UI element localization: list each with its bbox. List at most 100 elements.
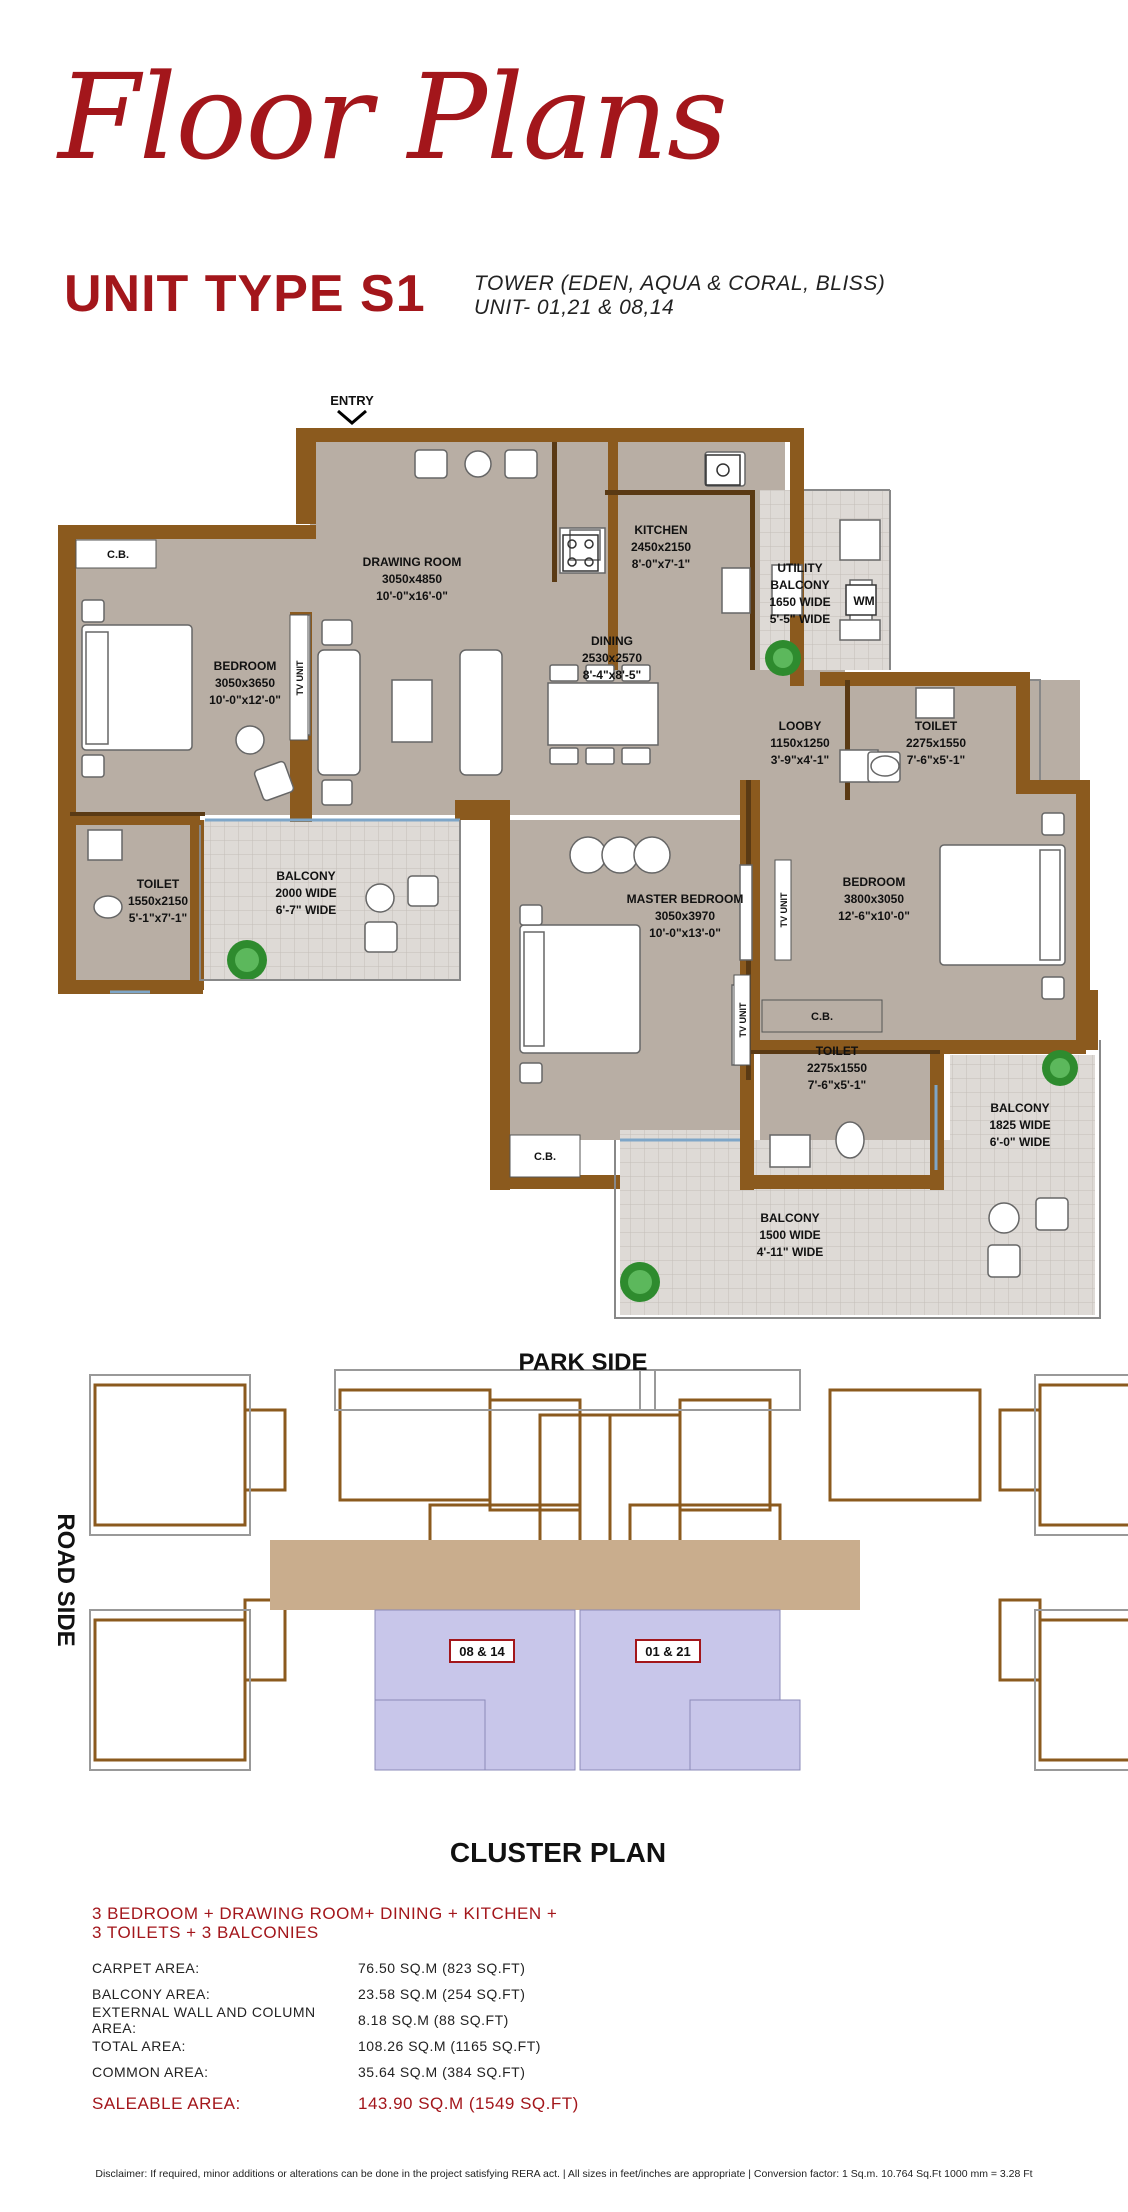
balcony-railings: [199, 489, 1101, 1319]
cluster-plan: 08 & 14 01 & 21 PARK SIDE ROAD SIDE CLUS…: [52, 1349, 1128, 1868]
unit-type-heading: UNIT TYPE S1: [64, 265, 426, 323]
room-size: 1150x1250: [770, 736, 830, 750]
room-dim: 5'-1"x7'-1": [129, 911, 187, 925]
room-labels: DRAWING ROOM 3050x4850 10'-0"x16'-0" KIT…: [128, 523, 1051, 1259]
room-dim: 6'-7" WIDE: [276, 903, 337, 917]
room-size: 2275x1550: [807, 1061, 867, 1075]
area-label: COMMON AREA:: [92, 2064, 209, 2080]
area-label: EXTERNAL WALL AND COLUMN AREA:: [92, 2004, 316, 2036]
cb-label: C.B.: [811, 1011, 833, 1023]
summary-line: 3 TOILETS + 3 BALCONIES: [92, 1923, 319, 1942]
entry-marker: ENTRY: [330, 393, 374, 425]
room-name: DRAWING ROOM: [363, 555, 462, 569]
unit-tag-left: 08 & 14: [459, 1644, 505, 1659]
corridor: [270, 1540, 860, 1610]
cluster-plan-caption: CLUSTER PLAN: [450, 1837, 666, 1868]
room-size: 3800x3050: [844, 892, 904, 906]
unit-01-21-lower: [689, 1699, 801, 1771]
room-name: DINING: [591, 634, 633, 648]
room-size: 2530x2570: [582, 651, 642, 665]
room-dim: 12'-6"x10'-0": [838, 909, 910, 923]
room-size: 1500 WIDE: [759, 1228, 820, 1242]
area-value: 108.26 SQ.M (1165 SQ.FT): [358, 2038, 541, 2054]
area-label: TOTAL AREA:: [92, 2038, 186, 2054]
area-table: CARPET AREA: 76.50 SQ.M (823 SQ.FT) BALC…: [92, 1955, 579, 2117]
room-name: KITCHEN: [634, 523, 687, 537]
room-size: 1825 WIDE: [989, 1118, 1050, 1132]
disclaimer: Disclaimer: If required, minor additions…: [95, 2168, 1033, 2180]
room-name: LOOBY: [779, 719, 822, 733]
room-size: 2275x1550: [906, 736, 966, 750]
area-row: CARPET AREA: 76.50 SQ.M (823 SQ.FT): [92, 1955, 579, 1981]
room-dim: 10'-0"x16'-0": [376, 589, 448, 603]
room-dim: 4'-11" WIDE: [757, 1245, 824, 1259]
room-name: BALCONY: [990, 1101, 1049, 1115]
room-name: BEDROOM: [843, 875, 906, 889]
room-dim: 7'-6"x5'-1": [808, 1078, 866, 1092]
room-name: BEDROOM: [214, 659, 277, 673]
room-name: TOILET: [816, 1044, 859, 1058]
furniture: [81, 449, 1069, 1278]
area-row: COMMON AREA: 35.64 SQ.M (384 SQ.FT): [92, 2059, 579, 2085]
tower-line: TOWER (EDEN, AQUA & CORAL, BLISS): [474, 272, 886, 295]
tower-info: TOWER (EDEN, AQUA & CORAL, BLISS) UNIT- …: [474, 272, 885, 320]
room-dim: 10'-0"x13'-0": [649, 926, 721, 940]
area-label: CARPET AREA:: [92, 1960, 200, 1976]
room-dim: 8'-0"x7'-1": [632, 557, 690, 571]
wm-label: WM: [853, 594, 874, 608]
entry-label: ENTRY: [330, 393, 374, 408]
cb-closets: C.B. C.B. C.B.: [75, 539, 883, 1178]
room-name: BALCONY: [760, 1211, 819, 1225]
unit-line: UNIT- 01,21 & 08,14: [474, 296, 675, 319]
saleable-area-row: SALEABLE AREA: 143.90 SQ.M (1549 SQ.FT): [92, 2091, 579, 2117]
floor-plan: C.B. C.B. C.B.: [58, 393, 1101, 1319]
room-name: BALCONY: [770, 578, 829, 592]
tv-unit-label: TV UNIT: [295, 660, 305, 696]
room-name: BALCONY: [276, 869, 335, 883]
area-row: TOTAL AREA: 108.26 SQ.M (1165 SQ.FT): [92, 2033, 579, 2059]
room-name: UTILITY: [777, 561, 822, 575]
room-dim: 10'-0"x12'-0": [209, 693, 281, 707]
windows: [110, 818, 938, 1170]
room-name: TOILET: [137, 877, 180, 891]
area-value: 8.18 SQ.M (88 SQ.FT): [358, 2012, 509, 2028]
unit-tag-right: 01 & 21: [645, 1644, 691, 1659]
tv-unit-label: TV UNIT: [738, 1002, 748, 1038]
cb-label: C.B.: [107, 549, 129, 561]
unit-tags: 08 & 14 01 & 21: [449, 1639, 701, 1663]
road-side-label: ROAD SIDE: [52, 1513, 79, 1646]
configuration-summary: 3 BEDROOM + DRAWING ROOM+ DINING + KITCH…: [92, 1904, 557, 1942]
area-row: BALCONY AREA: 23.58 SQ.M (254 SQ.FT): [92, 1981, 579, 2007]
room-size: 1650 WIDE: [769, 595, 830, 609]
area-row: EXTERNAL WALL AND COLUMN AREA: 8.18 SQ.M…: [92, 2004, 579, 2036]
room-dim: 8'-4"x8'-5": [583, 668, 641, 682]
area-value: 35.64 SQ.M (384 SQ.FT): [358, 2064, 526, 2080]
room-dim: 6'-0" WIDE: [990, 1135, 1051, 1149]
area-value: 76.50 SQ.M (823 SQ.FT): [358, 1960, 526, 1976]
cb-label: C.B.: [534, 1151, 556, 1163]
page-title: Floor Plans: [58, 48, 728, 186]
saleable-value: 143.90 SQ.M (1549 SQ.FT): [358, 2094, 579, 2113]
room-size: 1550x2150: [128, 894, 188, 908]
tv-unit-label: TV UNIT: [779, 892, 789, 928]
summary-line: 3 BEDROOM + DRAWING ROOM+ DINING + KITCH…: [92, 1904, 558, 1923]
unit-08-14-lower: [374, 1699, 486, 1771]
room-dim: 5'-5" WIDE: [770, 612, 831, 626]
park-side-label: PARK SIDE: [519, 1349, 648, 1376]
cluster-outlines: [89, 1369, 1128, 1771]
room-size: 2000 WIDE: [275, 886, 336, 900]
plant-icons: [227, 640, 1078, 1302]
room-size: 2450x2150: [631, 540, 691, 554]
area-label: BALCONY AREA:: [92, 1986, 211, 2002]
tv-units: TV UNIT TV UNIT TV UNIT: [289, 614, 792, 1066]
room-size: 3050x3970: [655, 909, 715, 923]
kitchen-fixtures: [562, 454, 877, 616]
saleable-label: SALEABLE AREA:: [92, 2094, 241, 2113]
room-size: 3050x3650: [215, 676, 275, 690]
room-size: 3050x4850: [382, 572, 442, 586]
area-value: 23.58 SQ.M (254 SQ.FT): [358, 1986, 526, 2002]
room-name: TOILET: [915, 719, 958, 733]
room-name: MASTER BEDROOM: [627, 892, 744, 906]
room-dim: 3'-9"x4'-1": [771, 753, 829, 767]
room-dim: 7'-6"x5'-1": [907, 753, 965, 767]
